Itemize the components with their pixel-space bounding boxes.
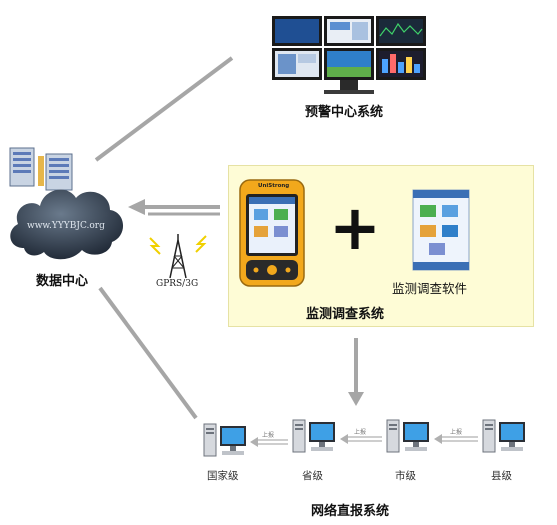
level-county: 县级	[491, 470, 512, 482]
survey-system-label: 监测调查系统	[306, 307, 385, 322]
level-provincial: 省级	[302, 470, 323, 482]
data-center-label: 数据中心	[36, 274, 89, 289]
report-arrow-label: 上报	[354, 429, 367, 436]
data-center-servers-icon	[9, 147, 73, 191]
software-label: 监测调查软件	[392, 281, 468, 296]
monitor-wall-image	[272, 16, 426, 94]
provincial-computer-icon	[292, 419, 335, 453]
storm-cloud-icon	[10, 189, 124, 260]
radio-tower-icon	[149, 234, 207, 279]
data-center-watermark: www.YYYBJC.org	[27, 221, 105, 231]
national-computer-icon	[203, 423, 246, 457]
warning-center-label: 预警中心系统	[305, 105, 384, 120]
level-city: 市级	[395, 470, 416, 482]
arrow-to-reporting	[98, 286, 198, 420]
arrow-survey-to-datacenter-head	[128, 199, 145, 215]
city-computer-icon	[386, 419, 429, 453]
plus-sign: +	[329, 191, 381, 264]
county-computer-icon	[482, 419, 525, 453]
network-label: GPRS/3G	[156, 279, 199, 289]
arrow-to-warning-center	[94, 56, 234, 162]
report-arrow-label: 上报	[450, 429, 463, 436]
report-arrow-label: 上报	[262, 432, 275, 439]
reporting-system-label: 网络直报系统	[311, 504, 390, 519]
handheld-device-image	[239, 179, 305, 287]
level-national: 国家级	[207, 470, 239, 482]
software-screen-image	[412, 189, 470, 271]
device-brand: UniStrong	[258, 183, 290, 189]
